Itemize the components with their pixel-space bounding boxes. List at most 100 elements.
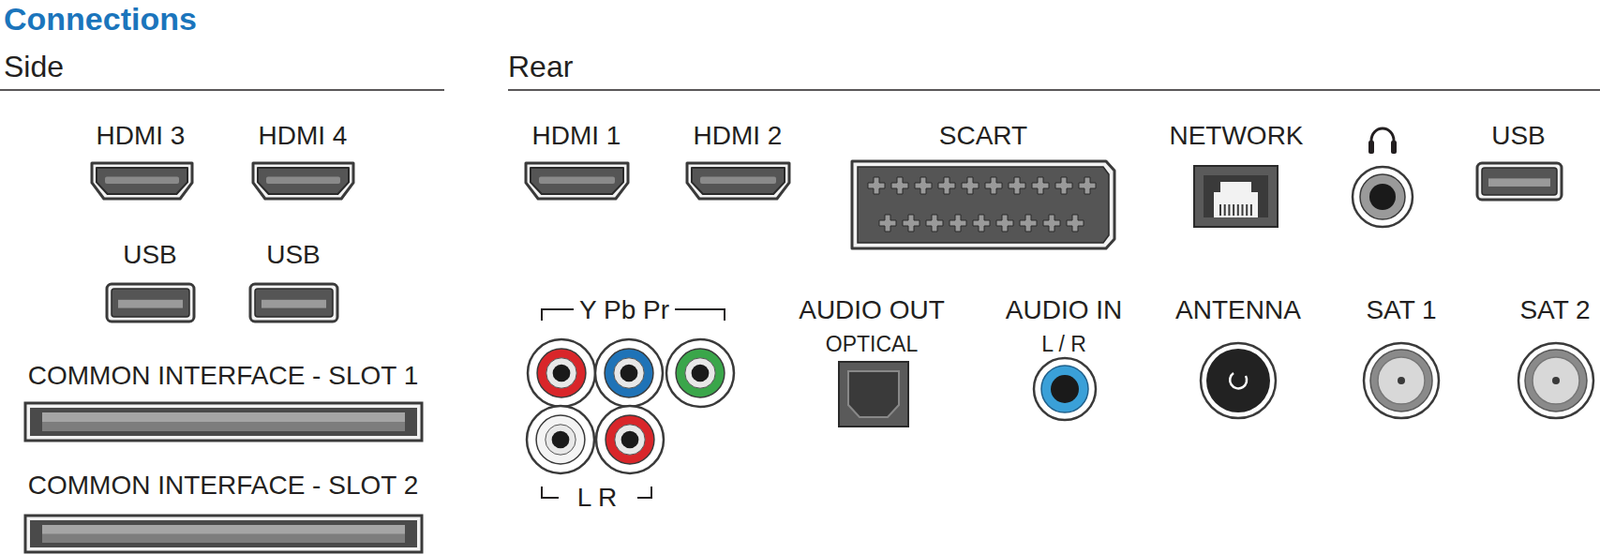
scart-pin <box>1078 177 1096 195</box>
rca-jack <box>527 339 596 407</box>
usb-contact <box>1488 178 1551 187</box>
antenna-socket <box>1206 348 1271 413</box>
sat-socket <box>1370 349 1433 412</box>
rca-jack <box>605 415 655 464</box>
rca-pin <box>553 364 571 383</box>
ci-slot <box>25 403 422 441</box>
rca-jack <box>596 405 664 474</box>
sat-socket <box>1532 357 1580 404</box>
port-label: USB <box>122 241 178 269</box>
scart-pin <box>985 177 1002 195</box>
ci-slot <box>29 407 418 436</box>
rca-jack <box>614 424 645 455</box>
usb-port <box>111 288 190 317</box>
port-label: HDMI 1 <box>532 122 622 150</box>
scart-pin <box>1043 214 1061 232</box>
section-heading: Side <box>3 51 64 82</box>
headphone-symbol <box>1371 128 1394 150</box>
port-label: USB <box>266 241 321 269</box>
port-label: AUDIO OUT <box>798 297 945 324</box>
port-label: ANTENNA <box>1175 297 1301 324</box>
port-label: COMMON INTERFACE - SLOT 2 <box>28 472 419 499</box>
scart-pin <box>867 177 885 195</box>
rca-jack <box>613 358 644 389</box>
port-label: HDMI 2 <box>693 122 783 150</box>
ci-slot <box>42 412 405 422</box>
headphone-jack <box>1360 174 1406 220</box>
scart-pin <box>1019 214 1037 232</box>
scart-pin <box>902 214 920 232</box>
rca-pin <box>620 364 639 383</box>
scart-pin <box>961 177 979 195</box>
scart-pin <box>1008 177 1026 195</box>
usb-port <box>1481 167 1557 195</box>
port-label: COMMON INTERFACE - SLOT 1 <box>28 362 419 389</box>
scart-pin <box>1055 177 1073 195</box>
port-label: AUDIO IN <box>1005 297 1122 324</box>
section-heading: Rear <box>508 51 573 82</box>
audio-in-jack <box>1041 365 1089 413</box>
scart-pin <box>1031 177 1049 195</box>
rca-jack <box>595 339 663 407</box>
audio-in-jack <box>1050 374 1079 404</box>
hdmi-contact <box>538 176 615 184</box>
ci-slot <box>25 515 422 553</box>
network-port <box>1194 165 1278 227</box>
rca-pin <box>691 364 710 383</box>
sat-socket <box>1518 343 1594 419</box>
scart-pin <box>879 214 897 232</box>
network-pin <box>1232 204 1235 216</box>
rca-jack <box>536 415 585 464</box>
network-pin <box>1250 204 1253 216</box>
port-label: L R <box>577 484 618 511</box>
optical-port <box>838 361 909 427</box>
hdmi-port <box>687 163 790 199</box>
hdmi-contact <box>266 176 341 184</box>
hdmi-port <box>91 163 193 199</box>
rca-jack <box>604 348 654 398</box>
sat-socket <box>1525 349 1587 412</box>
hdmi-contact <box>104 176 180 184</box>
port-label: L / R <box>1041 333 1087 356</box>
rca-jack <box>666 339 734 407</box>
scart-connector <box>857 166 1109 243</box>
rca-pin <box>621 431 640 449</box>
usb-port <box>1477 163 1562 200</box>
port-label: SAT 2 <box>1519 297 1590 324</box>
sat-socket <box>1363 343 1439 419</box>
antenna-socket <box>1200 343 1276 419</box>
ci-slot <box>42 412 405 432</box>
hdmi-port <box>96 167 188 195</box>
antenna-socket <box>1229 373 1247 389</box>
sat-pin <box>1552 376 1560 385</box>
port-label: SCART <box>939 122 1028 150</box>
scart-pin <box>972 214 990 232</box>
scart-pin <box>938 177 956 195</box>
port-label: SAT 1 <box>1365 297 1436 324</box>
audio-in-jack <box>1033 358 1096 420</box>
ci-slot <box>29 520 418 548</box>
scart-pin <box>914 177 932 195</box>
scart-pin <box>996 214 1014 232</box>
usb-port <box>250 284 338 322</box>
network-port <box>1213 181 1258 218</box>
rca-jack <box>537 348 586 398</box>
network-pin <box>1227 204 1230 216</box>
sat-socket <box>1377 357 1425 404</box>
hdmi-contact <box>700 176 777 184</box>
rca-jack <box>685 358 716 389</box>
usb-port <box>254 288 333 317</box>
rca-jack <box>546 358 577 389</box>
hdmi-port <box>253 163 354 199</box>
optical-port <box>848 371 899 418</box>
scart-pin <box>1066 214 1084 232</box>
rca-pin <box>552 431 570 449</box>
network-pin <box>1237 204 1240 216</box>
rca-jack <box>545 424 576 455</box>
section-rule <box>508 89 1600 91</box>
network-pin <box>1224 204 1227 216</box>
rca-jack <box>675 348 725 398</box>
hdmi-port <box>257 167 349 195</box>
network-port <box>1203 175 1269 218</box>
